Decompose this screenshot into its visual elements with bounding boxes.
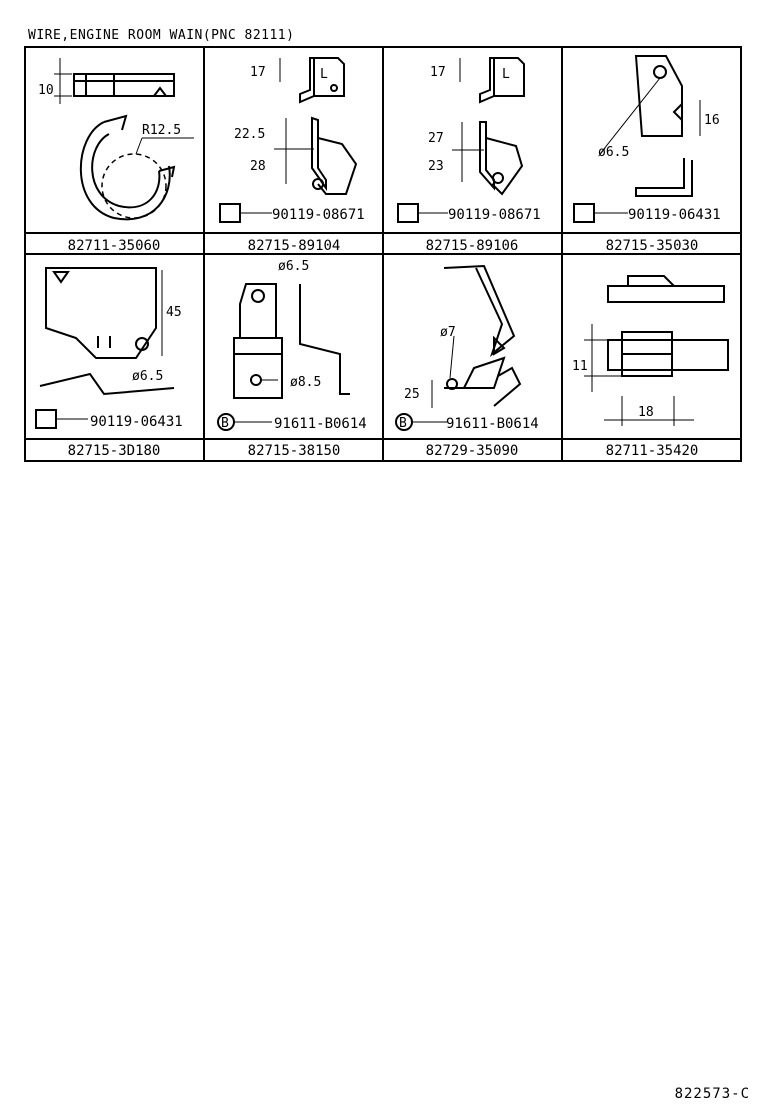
cell-2-fastener: 90119-08671 <box>272 207 365 223</box>
cell-6-dim-b: ø8.5 <box>290 375 321 390</box>
cell-2-dim-c: 28 <box>250 159 266 174</box>
cell-1-part-number: 82711-35060 <box>68 238 161 254</box>
cell-7-part-number: 82729-35090 <box>426 443 519 459</box>
cell-3-drawing <box>397 57 525 223</box>
cell-6-dim-a: ø6.5 <box>278 259 309 274</box>
cell-4-part-number: 82715-35030 <box>606 238 699 254</box>
cell-7-fastener: 91611-B0614 <box>446 416 539 432</box>
cell-2-dim-b: 22.5 <box>234 127 265 142</box>
cell-3-dim-c: 23 <box>428 159 444 174</box>
parts-grid: 10 R12.5 17 L 22.5 28 90119-08671 17 L 2… <box>24 46 742 462</box>
grid-lines <box>24 46 742 462</box>
cell-8-drawing <box>584 275 729 426</box>
cell-4-drawing <box>573 55 701 223</box>
cell-7-drawing <box>395 264 522 431</box>
cell-3-dim-a: 17 <box>430 65 446 80</box>
illustration-code: 822573-C <box>674 1086 750 1102</box>
cell-5-dim-b: ø6.5 <box>132 369 163 384</box>
cell-4-dim-b: ø6.5 <box>598 145 629 160</box>
cell-3-part-number: 82715-89106 <box>426 238 519 254</box>
cell-6-drawing <box>217 283 350 431</box>
cell-8-part-number: 82711-35420 <box>606 443 699 459</box>
cell-3-dim-l: L <box>502 67 510 82</box>
cell-3-dim-b: 27 <box>428 131 444 146</box>
cell-8-dim-a: 11 <box>572 359 588 374</box>
cell-7-dim-b: 25 <box>404 387 420 402</box>
cell-5-dim-a: 45 <box>166 305 182 320</box>
cell-2-dim-l: L <box>320 67 328 82</box>
cell-2-dim-a: 17 <box>250 65 266 80</box>
cell-1-drawing <box>54 58 194 221</box>
cell-7-badge: B <box>399 416 407 431</box>
cell-4-fastener: 90119-06431 <box>628 207 721 223</box>
cell-3-fastener: 90119-08671 <box>448 207 541 223</box>
cell-6-badge: B <box>221 416 229 431</box>
cell-4-dim-a: 16 <box>704 113 720 128</box>
cell-5-fastener: 90119-06431 <box>90 414 183 430</box>
diagram-title: WIRE,ENGINE ROOM WAIN(PNC 82111) <box>28 28 295 43</box>
cell-1-dim-b: R12.5 <box>142 123 181 138</box>
cell-8-dim-b: 18 <box>638 405 654 420</box>
cell-1-dim-a: 10 <box>38 83 54 98</box>
cell-6-fastener: 91611-B0614 <box>274 416 367 432</box>
cell-5-drawing <box>35 267 175 429</box>
cell-7-dim-a: ø7 <box>440 325 456 340</box>
cell-6-part-number: 82715-38150 <box>248 443 341 459</box>
cell-5-part-number: 82715-3D180 <box>68 443 161 459</box>
cell-2-drawing <box>219 57 358 223</box>
cell-2-part-number: 82715-89104 <box>248 238 341 254</box>
